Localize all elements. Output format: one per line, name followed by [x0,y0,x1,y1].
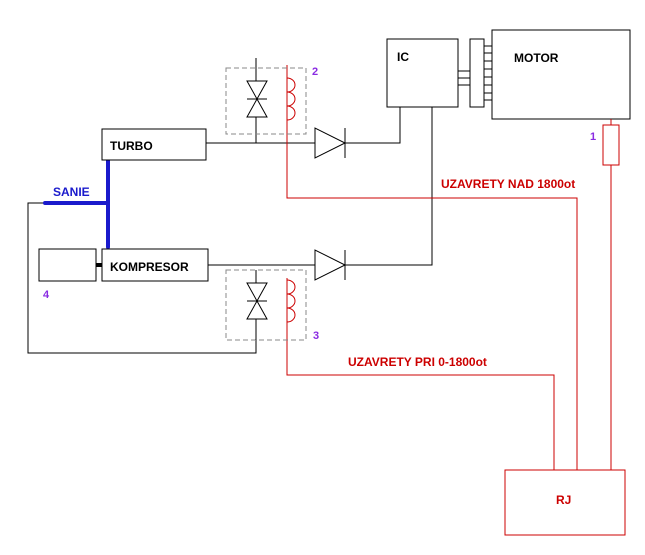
valve-3-body [246,282,268,340]
signal-wires [286,65,612,470]
rj-label: RJ [556,493,571,507]
uzavrety-nad-label: UZAVRETY NAD 1800ot [441,177,575,191]
valve-3-housing [225,269,307,341]
sensor-1 [602,124,620,166]
turbo-box [101,128,207,161]
valve-2-coil [286,77,296,121]
valve-2-body [246,78,268,131]
aux-box-4 [38,248,97,282]
motor-label: MOTOR [514,51,559,65]
check-valve-bottom [314,249,347,281]
number-1: 1 [590,131,596,143]
number-2: 2 [312,66,318,78]
black-pipes [27,58,470,354]
uzavrety-pri-label: UZAVRETY PRI 0-1800ot [348,355,487,369]
motor-box [491,29,631,120]
valve-3-coil [286,279,296,323]
kompresor-label: KOMPRESOR [110,260,189,274]
check-valve-top [314,127,347,159]
sanie-label: SANIE [53,185,90,199]
ic-label: IC [397,50,409,64]
rj-box [504,469,626,536]
number-4: 4 [43,289,50,301]
valve-2-housing [225,67,307,135]
intake-manifold [43,158,110,249]
shaft-coupling [469,38,493,108]
number-3: 3 [313,330,319,342]
kompresor-box [101,248,209,282]
turbo-label: TURBO [110,139,153,153]
ic-box [386,38,459,108]
